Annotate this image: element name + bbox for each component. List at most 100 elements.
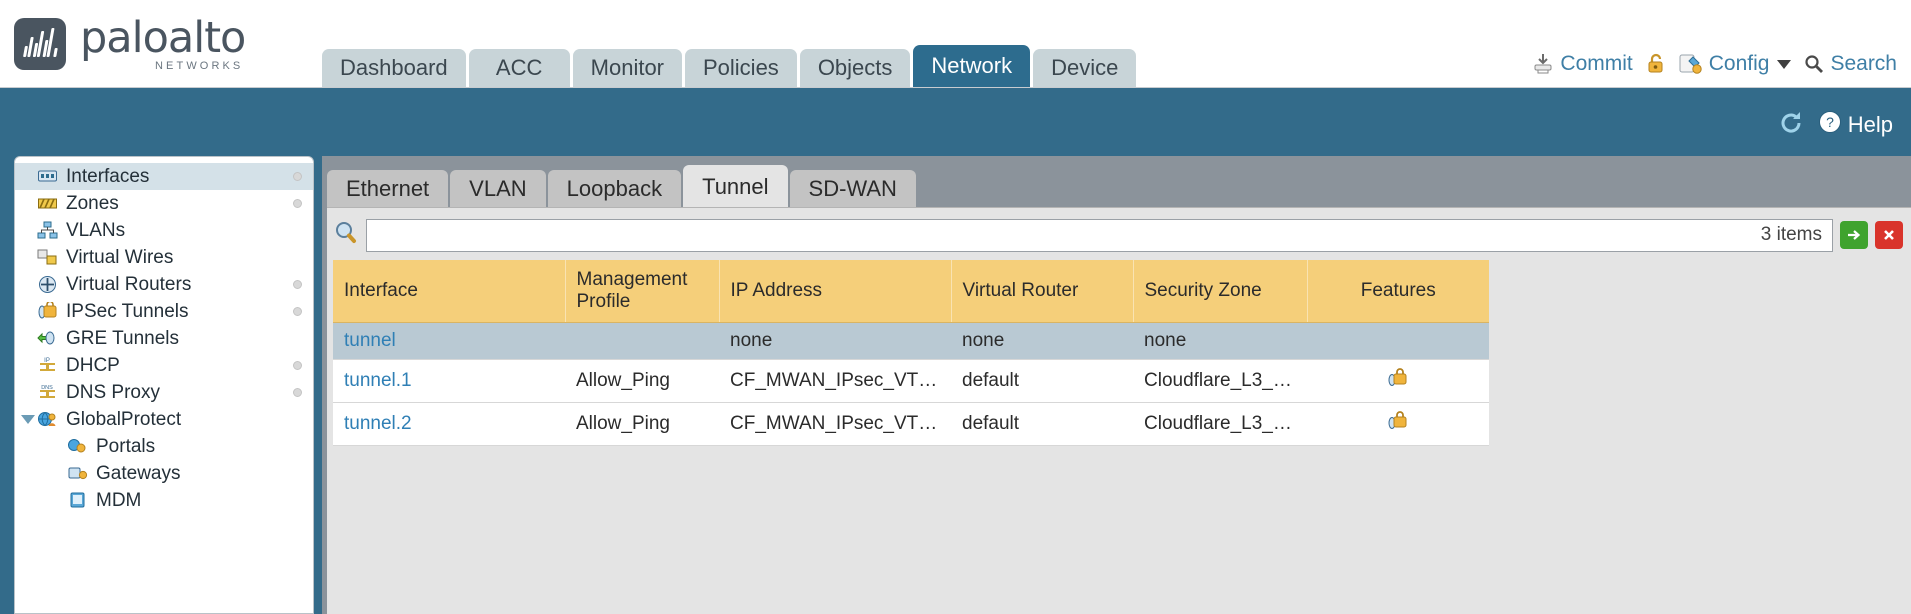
column-header-interface[interactable]: Interface	[333, 260, 566, 323]
portals-icon	[67, 437, 88, 456]
config-menu[interactable]: Config	[1679, 52, 1792, 76]
paloalto-logo-icon	[14, 18, 66, 70]
main-tab-network[interactable]: Network	[913, 45, 1031, 87]
main-tab-objects[interactable]: Objects	[799, 49, 911, 87]
sub-tab-tunnel[interactable]: Tunnel	[683, 165, 788, 208]
cell-text: CF_MWAN_IPsec_VTI_01_…	[730, 370, 940, 391]
cell-text: default	[962, 370, 1020, 391]
cell-interface[interactable]: tunnel.2	[333, 402, 565, 446]
filter-input-wrap[interactable]: 3 items	[366, 218, 1833, 252]
sub-tab-loopback[interactable]: Loopback	[547, 170, 682, 208]
help-button[interactable]: ? Help	[1818, 110, 1893, 140]
cell-ip-address: none	[719, 322, 951, 360]
sidebar-item-vlans[interactable]: VLANs	[15, 217, 313, 244]
sub-tab-ethernet[interactable]: Ethernet	[327, 170, 449, 208]
cell-ip-address: CF_MWAN_IPsec_VTI_01_…	[719, 359, 951, 403]
sidebar-item-label: Virtual Wires	[66, 246, 174, 268]
cell-text: tunnel	[344, 330, 396, 351]
cell-management-profile	[565, 322, 719, 360]
sidebar-item-status-dot	[293, 172, 302, 181]
cell-text: default	[962, 413, 1020, 434]
sidebar-item-status-dot	[293, 199, 302, 208]
brand-name: paloalto	[80, 12, 246, 63]
table-row[interactable]: tunnel.1 Allow_Ping CF_MWAN_IPsec_VTI_01_……	[333, 359, 1489, 403]
svg-text:?: ?	[1826, 114, 1834, 130]
svg-text:IP: IP	[44, 358, 50, 364]
dhcp-icon: IP	[37, 356, 58, 375]
sidebar-item-portals[interactable]: Portals	[15, 433, 313, 460]
top-actions: Commit Config	[1532, 47, 1897, 81]
cell-management-profile: Allow_Ping	[565, 402, 719, 446]
main-tab-device[interactable]: Device	[1033, 49, 1137, 87]
search-icon	[1804, 54, 1824, 74]
sidebar-item-interfaces[interactable]: Interfaces	[15, 163, 313, 190]
ipsec-lock-icon	[1387, 411, 1409, 437]
sidebar-item-virtual-routers[interactable]: Virtual Routers	[15, 271, 313, 298]
sidebar-item-label: GlobalProtect	[66, 408, 182, 430]
main-tab-policies[interactable]: Policies	[685, 49, 797, 87]
padlock-unlocked-icon[interactable]	[1646, 53, 1666, 75]
sidebar-item-label: DNS Proxy	[66, 381, 160, 403]
band-actions: ? Help	[1778, 110, 1893, 140]
cell-text: none	[730, 330, 773, 351]
help-circle-icon: ?	[1818, 110, 1842, 140]
refresh-icon[interactable]	[1778, 111, 1804, 140]
sidebar-item-label: DHCP	[66, 354, 120, 376]
cell-text: Allow_Ping	[576, 370, 670, 391]
main-tab-monitor[interactable]: Monitor	[572, 49, 682, 87]
cell-security-zone: Cloudflare_L3_Zone	[1133, 402, 1307, 446]
sub-tab-vlan[interactable]: VLAN	[450, 170, 546, 208]
secondary-band: ? Help	[0, 88, 1911, 156]
cell-virtual-router: default	[951, 402, 1133, 446]
column-header-security-zone[interactable]: Security Zone	[1133, 260, 1308, 323]
search-button[interactable]: Search	[1804, 52, 1897, 76]
sidebar-item-zones[interactable]: Zones	[15, 190, 313, 217]
cell-text: Allow_Ping	[576, 413, 670, 434]
cell-virtual-router: default	[951, 359, 1133, 403]
sidebar-item-dhcp[interactable]: IP DHCP	[15, 352, 313, 379]
sub-tab-sd-wan[interactable]: SD-WAN	[789, 170, 916, 208]
sidebar-item-virtual-wires[interactable]: Virtual Wires	[15, 244, 313, 271]
gateways-icon	[67, 464, 88, 483]
items-count-label: 3 items	[1760, 224, 1822, 245]
sidebar-item-label: Portals	[96, 435, 156, 457]
zones-icon	[37, 194, 58, 213]
column-header-features[interactable]: Features	[1307, 260, 1489, 323]
sidebar-item-mdm[interactable]: MDM	[15, 487, 313, 514]
search-label: Search	[1830, 52, 1897, 75]
search-icon[interactable]	[333, 220, 359, 251]
vlans-icon	[37, 221, 58, 240]
sidebar-item-gre-tunnels[interactable]: GRE Tunnels	[15, 325, 313, 352]
sidebar-item-label: Zones	[66, 192, 119, 214]
main-tab-dashboard[interactable]: Dashboard	[322, 49, 466, 87]
sidebar-item-ipsec-tunnels[interactable]: IPSec Tunnels	[15, 298, 313, 325]
column-header-ip-address[interactable]: IP Address	[719, 260, 952, 323]
table-row[interactable]: tunnel.2 Allow_Ping CF_MWAN_IPsec_VTI_02_……	[333, 402, 1489, 446]
commit-button[interactable]: Commit	[1532, 52, 1633, 76]
sidebar-item-gateways[interactable]: Gateways	[15, 460, 313, 487]
expand-triangle-icon[interactable]	[21, 415, 35, 424]
interfaces-icon	[37, 167, 58, 186]
cell-interface[interactable]: tunnel	[333, 322, 565, 360]
search-row: 3 items	[333, 218, 1903, 252]
cell-ip-address: CF_MWAN_IPsec_VTI_02_…	[719, 402, 951, 446]
chevron-down-icon	[1777, 59, 1792, 69]
cell-security-zone: Cloudflare_L3_Zone	[1133, 359, 1307, 403]
cell-interface[interactable]: tunnel.1	[333, 359, 565, 403]
column-header-virtual-router[interactable]: Virtual Router	[951, 260, 1134, 323]
sidebar-item-globalprotect[interactable]: GlobalProtect	[15, 406, 313, 433]
brand-tagline: NETWORKS	[155, 59, 244, 72]
column-header-management-profile[interactable]: Management Profile	[565, 260, 720, 323]
main-tab-acc[interactable]: ACC	[468, 49, 570, 87]
sidebar-item-label: Interfaces	[66, 165, 150, 187]
sidebar-item-label: MDM	[96, 489, 142, 511]
apply-filter-button[interactable]	[1840, 221, 1868, 249]
clear-filter-button[interactable]	[1875, 221, 1903, 249]
cell-text: Cloudflare_L3_Zone	[1144, 370, 1296, 391]
